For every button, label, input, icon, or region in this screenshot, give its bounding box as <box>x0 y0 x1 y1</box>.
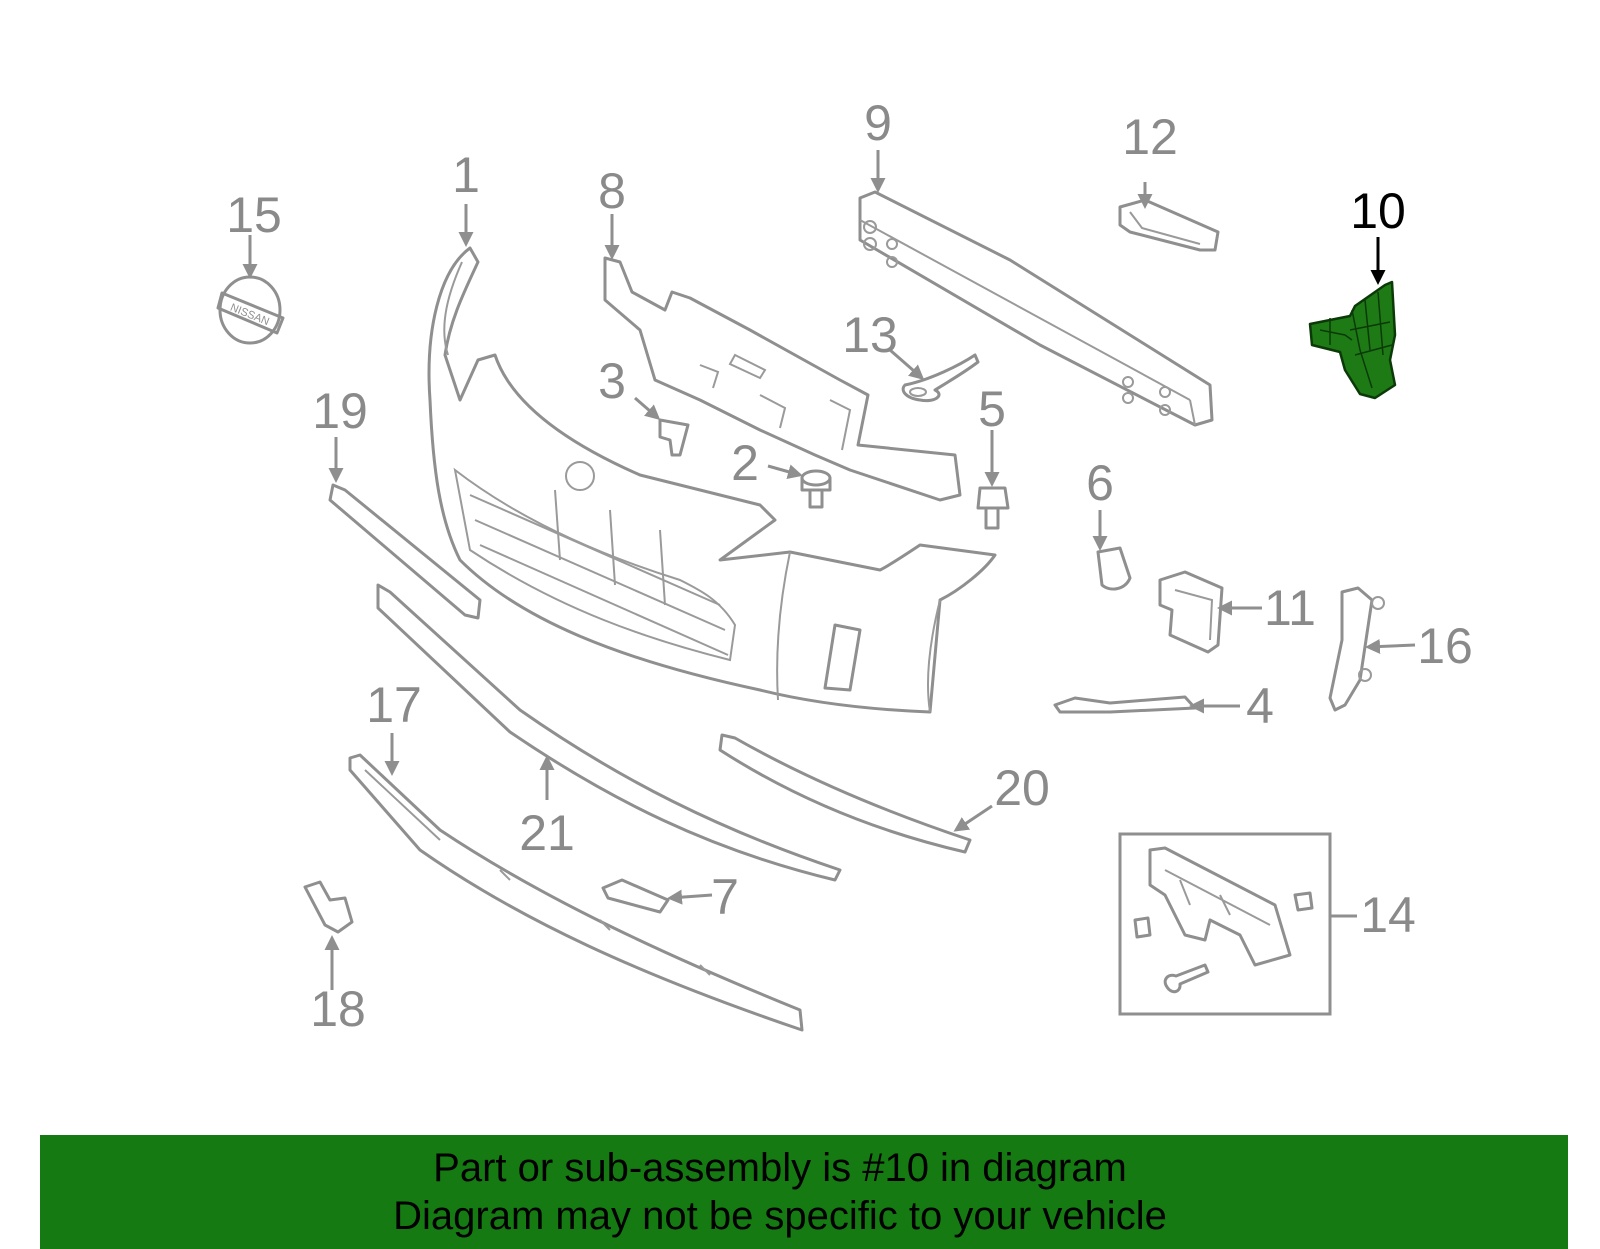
leader-20 <box>953 804 993 832</box>
part-2-clip[interactable] <box>800 469 832 509</box>
callout-8: 8 <box>598 163 626 219</box>
callout-3: 3 <box>598 353 626 409</box>
leader-7 <box>667 889 713 905</box>
callout-11: 11 <box>1264 580 1316 636</box>
callout-10: 10 <box>1350 183 1406 239</box>
callout-14: 14 <box>1360 887 1416 943</box>
callout-5: 5 <box>978 381 1006 437</box>
callout-18: 18 <box>310 981 366 1037</box>
banner-part-notice: Part or sub-assembly is #10 in diagram <box>433 1146 1127 1190</box>
part-5-clip[interactable] <box>976 486 1010 530</box>
part-21-lower-spoiler[interactable] <box>376 583 842 882</box>
callout-20: 20 <box>994 760 1050 816</box>
part-12-bracket[interactable] <box>1118 198 1220 252</box>
part-14-kit[interactable] <box>1118 832 1332 1016</box>
callout-6: 6 <box>1086 455 1114 511</box>
callout-4: 4 <box>1246 678 1274 734</box>
banner-disclaimer: Diagram may not be specific to your vehi… <box>393 1194 1167 1238</box>
callout-9: 9 <box>864 95 892 151</box>
part-19-strip[interactable] <box>328 483 482 620</box>
part-16-side-bracket[interactable] <box>1328 586 1385 712</box>
callout-19: 19 <box>312 383 368 439</box>
part-15-emblem[interactable]: NISSAN <box>216 275 285 345</box>
part-11-bracket[interactable] <box>1158 570 1224 654</box>
part-13-tow-hook[interactable] <box>901 353 980 403</box>
leader-13 <box>889 348 925 380</box>
part-18-clip[interactable] <box>303 880 354 934</box>
callout-numbers: 1 2 3 4 5 6 7 8 9 10 11 12 13 14 15 16 1… <box>226 95 1473 1037</box>
callout-17: 17 <box>366 677 422 733</box>
part-8-absorber[interactable] <box>603 256 962 502</box>
callout-13: 13 <box>842 307 898 363</box>
callout-7: 7 <box>711 869 739 925</box>
part-3-bracket[interactable] <box>658 418 690 457</box>
callout-1: 1 <box>452 147 480 203</box>
callout-16: 16 <box>1417 618 1473 674</box>
callout-21: 21 <box>519 805 575 861</box>
part-4-plate[interactable] <box>1053 695 1197 714</box>
callout-2: 2 <box>731 435 759 491</box>
part-20-trim[interactable] <box>718 733 972 854</box>
part-6-lamp[interactable] <box>1096 546 1132 591</box>
leader-3 <box>634 396 661 420</box>
part-9-reinforcement[interactable] <box>858 190 1214 427</box>
part-17-lower-reinforcement[interactable] <box>348 753 804 1032</box>
leader-16 <box>1365 638 1416 654</box>
part-7-clip[interactable] <box>601 878 670 914</box>
part-10-highlighted-bracket[interactable] <box>1308 280 1397 400</box>
callout-12: 12 <box>1122 109 1178 165</box>
leader-2 <box>767 464 803 479</box>
callout-15: 15 <box>226 187 282 243</box>
leader-lines <box>242 150 1416 990</box>
info-banner: Part or sub-assembly is #10 in diagram D… <box>40 1135 1568 1249</box>
part-1-bumper-cover[interactable] <box>427 246 997 714</box>
